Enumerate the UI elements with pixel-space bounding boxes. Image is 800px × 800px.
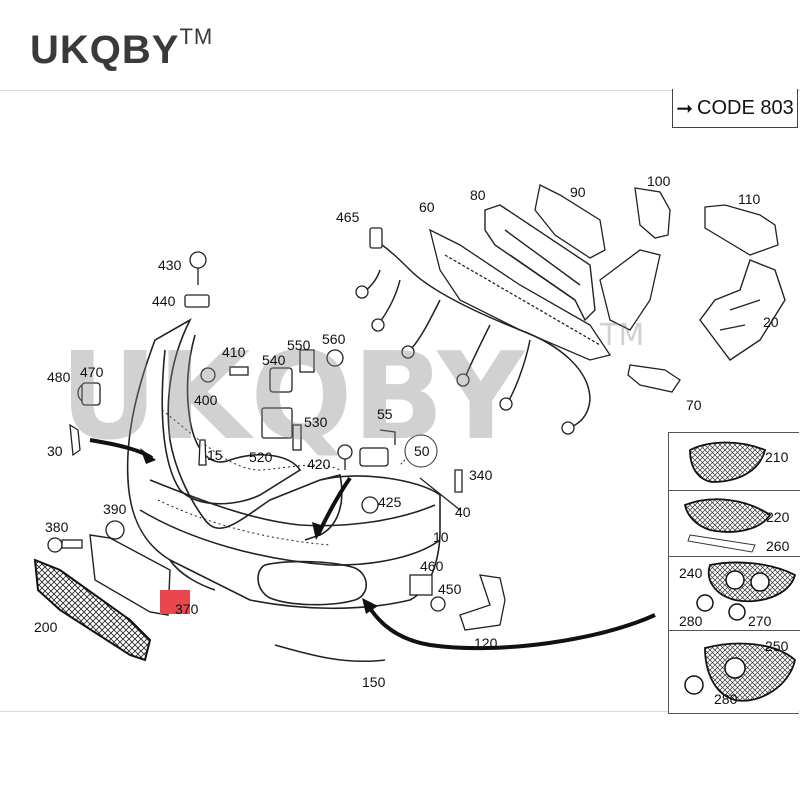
part-label-p55: 55 xyxy=(377,406,393,422)
part-label-p460: 460 xyxy=(420,558,444,574)
part-label-p40: 40 xyxy=(455,504,471,520)
part-label-p210: 210 xyxy=(765,449,789,465)
part-label-p550: 550 xyxy=(287,337,311,353)
grille-insert-240 xyxy=(696,561,797,621)
cross-member xyxy=(484,204,596,322)
part-label-p380: 380 xyxy=(45,519,69,535)
part-label-p425: 425 xyxy=(378,494,402,510)
part-label-p340: 340 xyxy=(469,467,493,483)
bumper-lower-dots xyxy=(157,499,331,546)
side-panel-divider xyxy=(668,630,800,631)
part-label-p10: 10 xyxy=(433,529,449,545)
part-label-p520: 520 xyxy=(249,449,273,465)
wiring-harness xyxy=(361,239,591,429)
trim-strip xyxy=(274,644,386,663)
part-label-p30: 30 xyxy=(47,443,63,459)
callout-leader xyxy=(399,459,406,466)
bumper-trim-dots xyxy=(161,409,341,471)
code-arrow-icon: ➞ xyxy=(676,97,694,120)
side-bracket-right xyxy=(699,259,786,361)
part-label-p220: 220 xyxy=(766,509,790,525)
part-label-p100: 100 xyxy=(647,173,671,189)
lower-grille xyxy=(33,558,152,662)
watermark-text: UKQBY xyxy=(60,328,526,467)
part-label-p60: 60 xyxy=(419,199,435,215)
fasteners xyxy=(47,251,506,631)
part-label-p270: 270 xyxy=(748,613,772,629)
code-box: ➞CODE 803 xyxy=(672,89,798,128)
part-label-p70: 70 xyxy=(686,397,702,413)
side-panel-divider xyxy=(668,490,800,491)
code-text: CODE 803 xyxy=(697,96,794,119)
part-label-p260: 260 xyxy=(766,538,790,554)
part-90-bracket xyxy=(534,184,606,259)
part-label-p250: 250 xyxy=(765,638,789,654)
brand-name: UKQBY xyxy=(30,28,180,72)
part-110-bracket xyxy=(704,204,779,256)
part-label-p540: 540 xyxy=(262,352,286,368)
bumper-cover xyxy=(126,317,441,610)
callout-circle-50 xyxy=(404,434,438,468)
part-label-p50: 50 xyxy=(414,443,430,459)
highlight-marker xyxy=(160,590,190,614)
brand-logo: UKQBYTM xyxy=(30,24,213,73)
part-label-p400: 400 xyxy=(194,392,218,408)
grille-insert-250 xyxy=(684,642,796,702)
part-label-p530: 530 xyxy=(304,414,328,430)
part-label-p465: 465 xyxy=(336,209,360,225)
part-label-p410: 410 xyxy=(222,344,246,360)
part-label-p420: 420 xyxy=(307,456,331,472)
part-label-p150: 150 xyxy=(362,674,386,690)
part-label-p280b: 280 xyxy=(714,691,738,707)
part-label-p480: 480 xyxy=(47,369,71,385)
part-label-p80: 80 xyxy=(470,187,486,203)
part-100-bracket xyxy=(634,187,671,239)
sensor-connectors xyxy=(355,227,575,435)
part-label-p430: 430 xyxy=(158,257,182,273)
part-label-p90: 90 xyxy=(570,184,586,200)
part-label-p370: 370 xyxy=(175,601,199,617)
part-label-p440: 440 xyxy=(152,293,176,309)
part-label-p280a: 280 xyxy=(679,613,703,629)
part-label-p450: 450 xyxy=(438,581,462,597)
part-label-p560: 560 xyxy=(322,331,346,347)
left-mount-bracket xyxy=(599,249,661,331)
side-panel-divider xyxy=(668,556,800,557)
part-label-p390: 390 xyxy=(103,501,127,517)
arrow-heads xyxy=(140,448,378,614)
part-label-p200: 200 xyxy=(34,619,58,635)
grille-insert-210 xyxy=(689,441,767,483)
part-label-p20: 20 xyxy=(763,314,779,330)
part-70-bracket xyxy=(627,364,681,393)
watermark-trademark: TM xyxy=(599,318,644,353)
brand-trademark: TM xyxy=(179,24,214,49)
impact-absorber xyxy=(429,228,612,361)
part-label-p120: 120 xyxy=(474,635,498,651)
diagram-frame xyxy=(0,90,800,712)
part-label-p240: 240 xyxy=(679,565,703,581)
part-label-p470: 470 xyxy=(80,364,104,380)
part-label-p110: 110 xyxy=(738,191,761,207)
grille-insert-220 xyxy=(683,498,772,553)
part-label-p15: 15 xyxy=(207,447,223,463)
